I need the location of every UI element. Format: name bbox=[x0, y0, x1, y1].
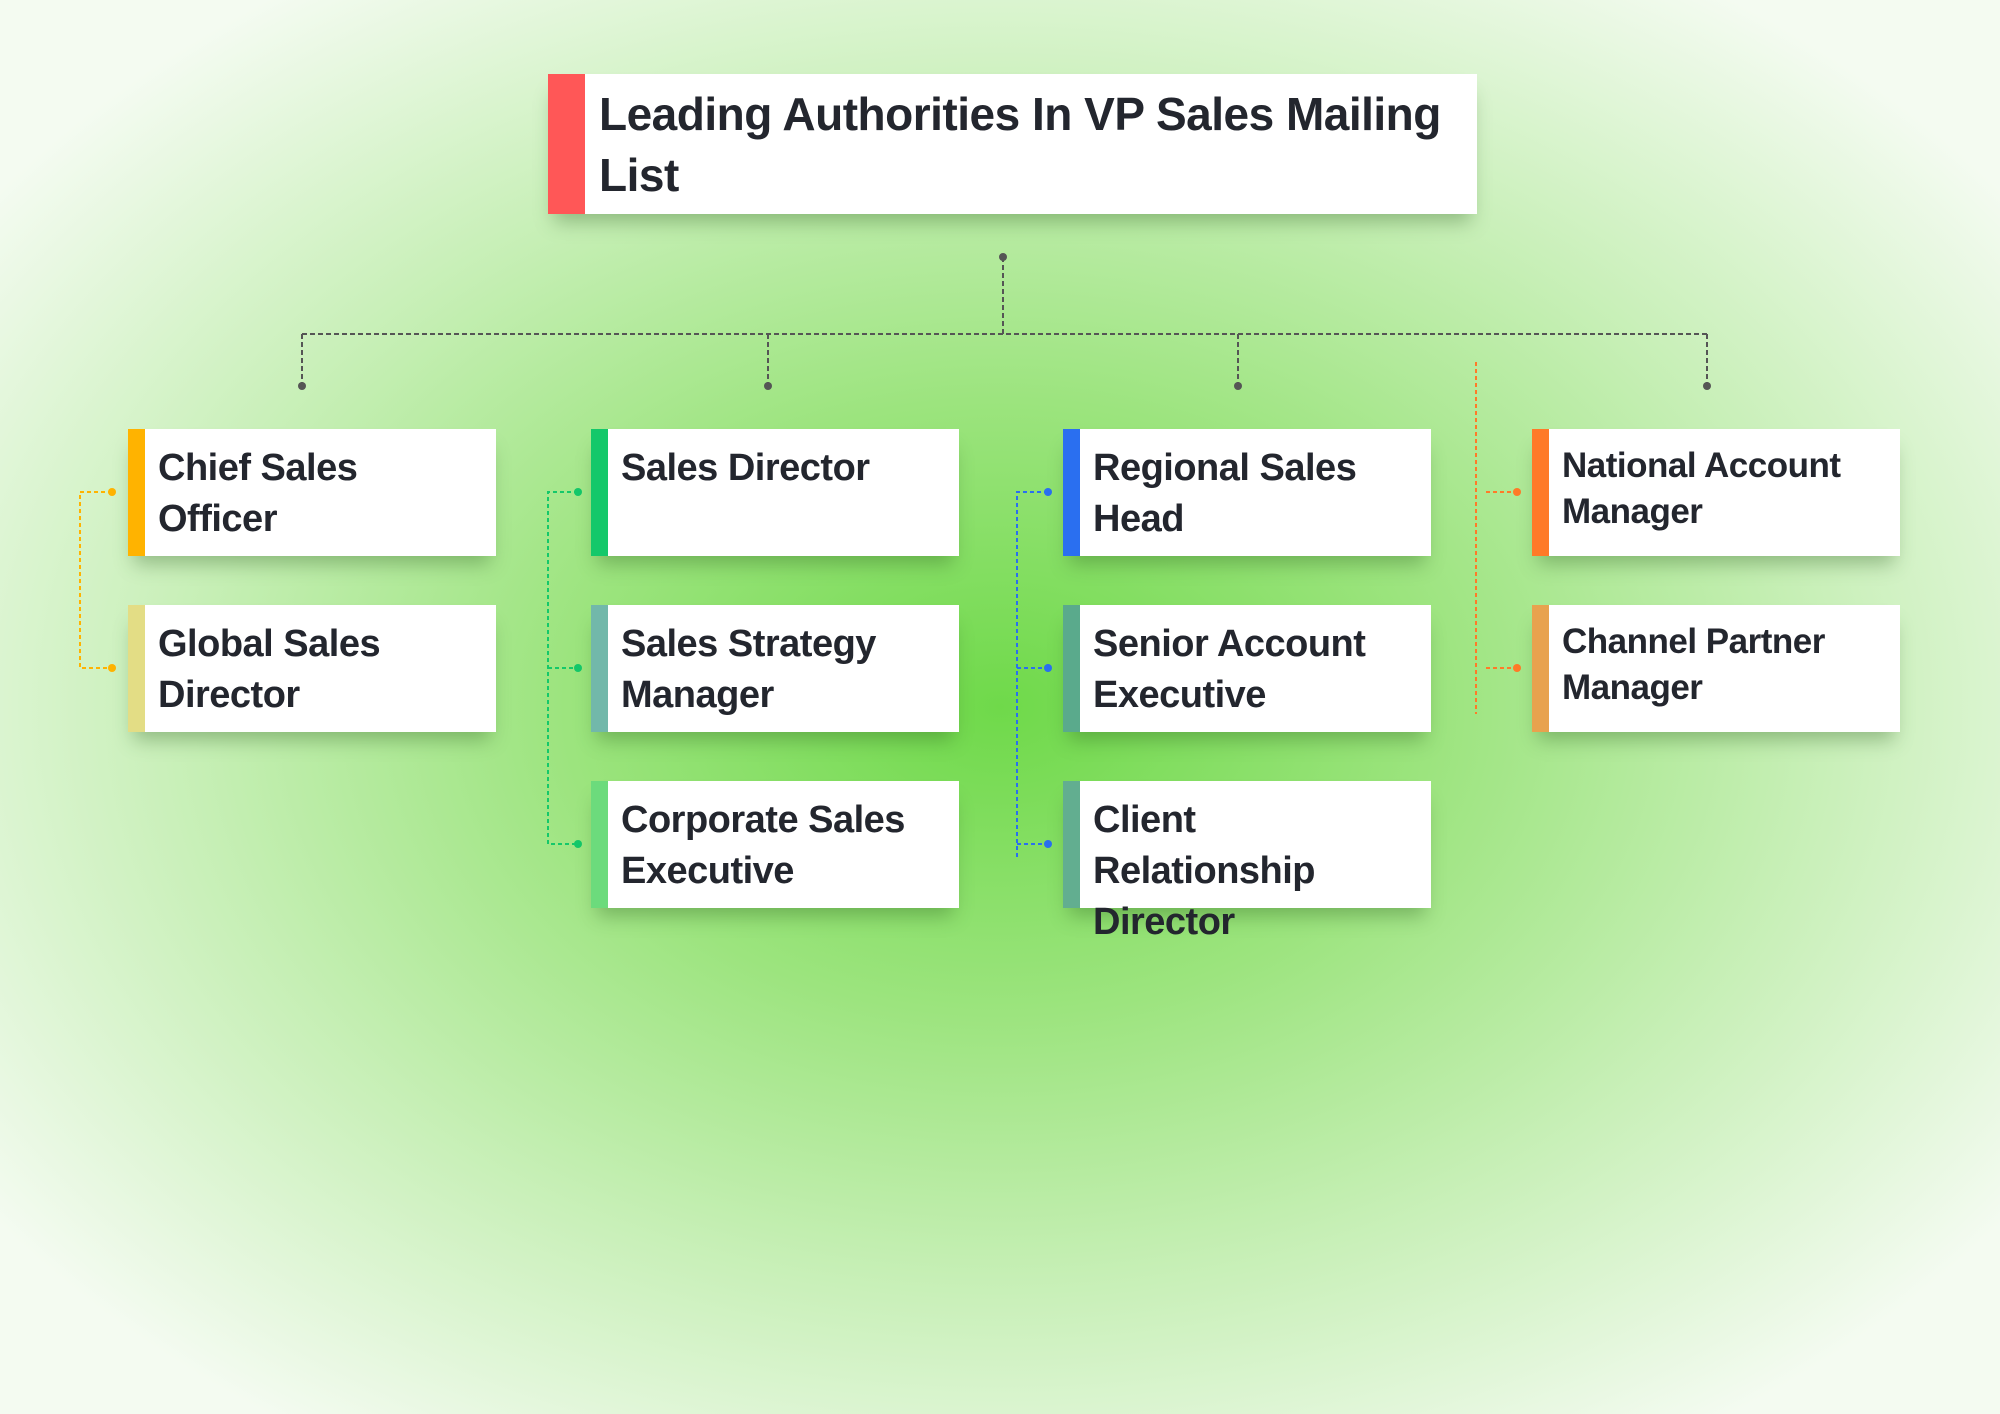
node-card: Client Relationship Director bbox=[1063, 781, 1431, 943]
node-card: Channel Partner Manager bbox=[1532, 605, 1900, 732]
title-accent-bar bbox=[548, 74, 585, 214]
title-box: Leading Authorities In VP Sales Mailing … bbox=[548, 74, 1477, 214]
node-card: Sales Director bbox=[591, 429, 959, 556]
node-label: Client Relationship Director bbox=[1093, 799, 1316, 943]
node-label: National Account Manager bbox=[1562, 446, 1841, 531]
accent-bar bbox=[128, 429, 145, 556]
node-card: National Account Manager bbox=[1532, 429, 1900, 556]
accent-bar bbox=[1532, 605, 1549, 732]
node-label: Sales Strategy Manager bbox=[621, 623, 876, 716]
node-card: Chief Sales Officer bbox=[128, 429, 496, 556]
node-label: Senior Account Executive bbox=[1093, 623, 1366, 716]
node-label: Corporate Sales Executive bbox=[621, 799, 905, 892]
accent-bar bbox=[128, 605, 145, 732]
node-card: Senior Account Executive bbox=[1063, 605, 1431, 732]
node-label: Regional Sales Head bbox=[1093, 447, 1357, 540]
accent-bar bbox=[1063, 781, 1080, 908]
node-card: Corporate Sales Executive bbox=[591, 781, 959, 908]
node-card: Global Sales Director bbox=[128, 605, 496, 732]
accent-bar bbox=[591, 781, 608, 908]
page-title: Leading Authorities In VP Sales Mailing … bbox=[599, 88, 1441, 201]
node-card: Regional Sales Head bbox=[1063, 429, 1431, 556]
node-label: Global Sales Director bbox=[158, 623, 381, 716]
accent-bar bbox=[1063, 605, 1080, 732]
node-label: Sales Director bbox=[621, 447, 870, 489]
accent-bar bbox=[1532, 429, 1549, 556]
node-label: Channel Partner Manager bbox=[1562, 622, 1825, 707]
node-card: Sales Strategy Manager bbox=[591, 605, 959, 732]
node-label: Chief Sales Officer bbox=[158, 447, 358, 540]
accent-bar bbox=[591, 605, 608, 732]
accent-bar bbox=[1063, 429, 1080, 556]
accent-bar bbox=[591, 429, 608, 556]
